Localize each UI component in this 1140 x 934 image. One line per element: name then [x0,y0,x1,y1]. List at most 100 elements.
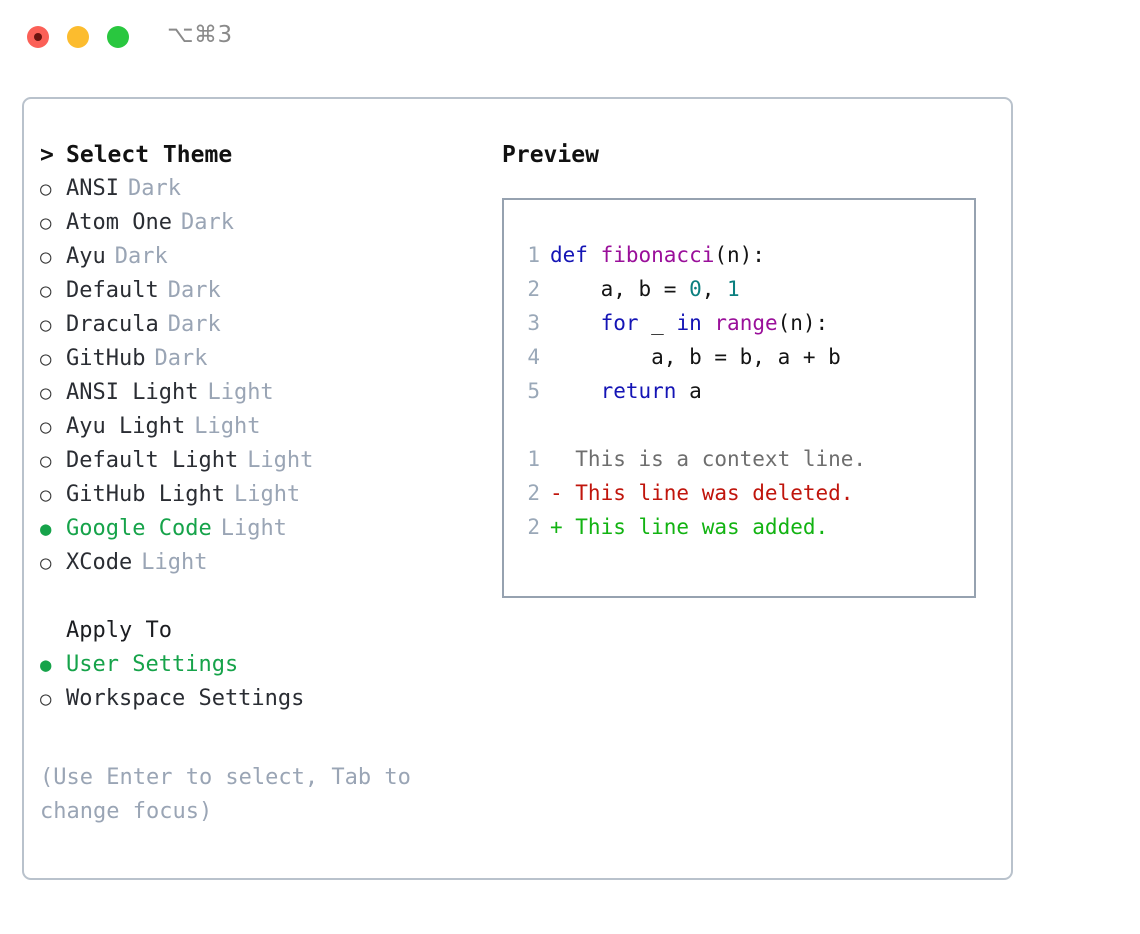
radio-unselected-icon: ○ [40,178,52,200]
diff-line-text: This is a context line. [550,447,867,471]
radio-unselected-icon: ○ [40,246,52,268]
code-token-kw: for [600,311,639,335]
theme-variant-badge: Light [233,482,301,507]
section-spacer [40,580,480,614]
apply-to-option[interactable]: ○ Workspace Settings [40,682,480,716]
theme-option[interactable]: ○ XCode Light [40,546,480,580]
code-token-plain [702,311,715,335]
code-token-plain [550,311,601,335]
code-token-kw: return [600,379,677,403]
code-token-fn: range [714,311,778,335]
diff-line: 2+ This line was added. [504,510,974,544]
code-token-fn: fibonacci [600,243,715,267]
code-token-plain: _ [638,311,677,335]
theme-option-label: GitHub [66,346,146,371]
code-token-num: 1 [727,277,740,301]
theme-variant-badge: Dark [180,210,234,235]
line-number: 3 [527,311,540,335]
code-token-plain: , [701,277,728,301]
code-diff-spacer [504,408,974,442]
apply-to-option[interactable]: ● User Settings [40,648,480,682]
theme-option-label: Google Code [66,516,212,541]
caret-icon: > [40,142,54,168]
theme-variant-badge: Dark [154,346,208,371]
theme-option-label: Ayu Light [66,414,186,439]
line-number: 1 [527,243,540,267]
theme-option-label: Dracula [66,312,159,337]
line-number: 2 [527,277,540,301]
radio-unselected-icon: ○ [40,484,52,506]
code-line: 3 for _ in range(n): [504,306,974,340]
theme-option[interactable]: ● Google Code Light [40,512,480,546]
theme-option[interactable]: ○ GitHub Light Light [40,478,480,512]
theme-variant-badge: Light [220,516,287,541]
theme-variant-badge: Dark [127,176,181,201]
preview-title: Preview [502,142,599,168]
theme-variant-badge: Dark [167,312,221,337]
theme-variant-badge: Light [194,414,261,439]
theme-option[interactable]: ○ Ayu Light Light [40,410,480,444]
radio-unselected-icon: ○ [40,552,52,574]
theme-option-label: Ayu [66,244,106,269]
line-number: 2 [527,481,540,505]
theme-variant-badge: Light [141,550,208,575]
code-line-text: for _ in range(n): [550,306,829,340]
code-token-kw: def [550,243,601,267]
radio-unselected-icon: ○ [40,212,52,234]
theme-option-label: XCode [66,550,133,575]
code-line-text: a, b = 0, 1 [550,272,740,306]
line-number: 4 [527,345,540,369]
theme-option[interactable]: ○ Dracula Dark [40,308,480,342]
minimize-window-button[interactable] [67,26,89,48]
apply-to-option-label: User Settings [66,652,239,677]
code-line: 5 return a [504,374,974,408]
radio-selected-icon: ● [40,654,52,676]
code-line: 1 def fibonacci(n): [504,238,974,272]
theme-variant-badge: Light [207,380,274,405]
theme-option-label: GitHub Light [66,482,225,507]
code-token-plain: a [676,379,702,403]
diff-line-text: - This line was deleted. [550,481,854,505]
keyboard-shortcut-label: ⌥⌘3 [167,22,233,48]
radio-unselected-icon: ○ [40,416,52,438]
radio-unselected-icon: ○ [40,314,52,336]
radio-unselected-icon: ○ [40,688,52,710]
diff-line: 1 This is a context line. [504,442,974,476]
theme-option-label: Default Light [66,448,239,473]
code-line: 2 a, b = 0, 1 [504,272,974,306]
select-theme-heading: > Select Theme [40,138,480,172]
apply-to-option-list: ● User Settings ○ Workspace Settings [40,648,480,716]
code-token-plain: a, b = [550,277,690,301]
code-line-text: a, b = b, a + b [550,340,841,374]
code-token-plain: (n): [714,243,765,267]
diff-line: 2 - This line was deleted. [504,476,974,510]
radio-unselected-icon: ○ [40,382,52,404]
close-window-button[interactable] [27,26,49,48]
maximize-window-button[interactable] [107,26,129,48]
title-bar: ⌥⌘3 [0,0,1140,76]
code-token-num: 0 [689,277,702,301]
radio-unselected-icon: ○ [40,280,52,302]
apply-to-option-label: Workspace Settings [66,686,305,711]
theme-variant-badge: Dark [167,278,221,303]
line-number: 5 [527,379,540,403]
line-number: 2 [527,515,540,539]
radio-selected-icon: ● [40,518,52,540]
theme-variant-badge: Light [247,448,314,473]
diff-sample: 1 This is a context line. 2 - This line wa… [504,442,974,544]
code-token-plain [550,379,601,403]
code-line-text: def fibonacci(n): [550,238,765,272]
line-number: 1 [527,447,540,471]
